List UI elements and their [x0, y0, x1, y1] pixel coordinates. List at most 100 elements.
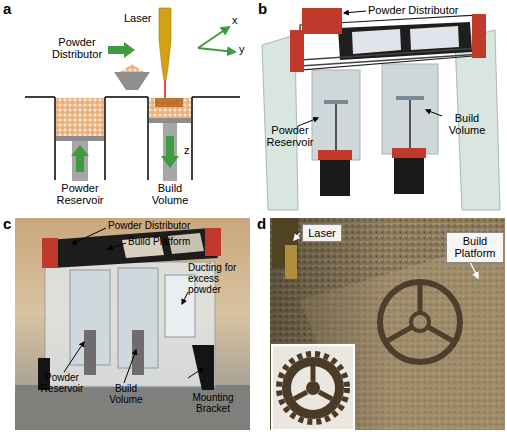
cad-render [312, 70, 360, 160]
inset-gear [272, 345, 354, 430]
leader-arrow [426, 110, 442, 116]
print-photo [285, 245, 297, 279]
panel-letter: c [3, 216, 19, 233]
leader-arrow [108, 243, 126, 249]
build-powder [161, 136, 179, 168]
part-label: Build Volume [142, 182, 198, 207]
part-label: Powder Reservoir [34, 372, 90, 394]
panel-letter: a [3, 1, 19, 18]
cad-render [318, 150, 352, 160]
machine-photo [132, 330, 144, 375]
axis-label: x [232, 14, 244, 26]
box-label: Build Platform [450, 235, 500, 260]
reservoir-powder [56, 98, 104, 136]
leader-arrow [344, 11, 366, 13]
cad-render [324, 100, 348, 104]
machine-photo [15, 218, 250, 430]
inset-gear [279, 354, 347, 422]
build-powder [155, 98, 183, 107]
reservoir-powder [71, 145, 89, 172]
panel-letter: d [257, 216, 271, 233]
laser-nozzle [164, 80, 166, 98]
ground-line [25, 97, 240, 180]
part-label: Build Volume [440, 112, 494, 137]
panel-letter: b [258, 1, 274, 18]
cad-render [382, 64, 438, 154]
machine-photo [205, 228, 221, 256]
cad-render [394, 158, 424, 194]
machine-photo [84, 330, 96, 375]
ground-line [192, 96, 240, 98]
axis-arrows [198, 27, 235, 52]
cad-render [335, 104, 337, 150]
ground-line [105, 96, 148, 98]
powder-hopper [108, 42, 135, 58]
inset-gear [306, 381, 320, 395]
part-label: Powder Reservoir [50, 182, 110, 207]
leader-arrow [64, 228, 203, 383]
build-powder [149, 98, 191, 118]
inset-gear [282, 357, 344, 419]
schematic-panel [25, 8, 240, 181]
leader-arrow [294, 233, 300, 240]
part-label: Powder Reservoir [262, 124, 318, 149]
leader-arrow [64, 342, 84, 372]
leader-arrow [298, 11, 442, 126]
leader-arrow [188, 368, 203, 378]
machine-photo [42, 238, 58, 268]
label-box: Build Platform [446, 232, 504, 263]
machine-photo [165, 275, 195, 337]
part-label: Build Platform [128, 236, 228, 247]
cad-render [290, 30, 304, 72]
reservoir-powder [72, 141, 88, 181]
axis-label: z [184, 144, 196, 156]
gear-imprint [428, 327, 453, 341]
ground-line [54, 97, 56, 180]
print-photo [270, 218, 390, 430]
machine-photo [15, 218, 250, 430]
cad-render [396, 96, 424, 100]
laser-nozzle [159, 8, 171, 80]
cad-render [302, 8, 342, 34]
powder-hopper [120, 64, 144, 72]
part-label: Laser [124, 12, 158, 24]
gear-imprint [380, 282, 460, 362]
reservoir-powder [56, 136, 104, 141]
powder-hopper [108, 42, 150, 90]
label-box: Laser [302, 224, 342, 242]
gear-imprint [387, 327, 412, 341]
cad-render [338, 22, 472, 60]
gear-imprint [418, 284, 423, 313]
ground-line [147, 97, 149, 180]
part-label: Powder Distributor [108, 220, 218, 231]
part-label: Powder Distributor [46, 36, 108, 61]
leader-arrow [182, 292, 188, 304]
cad-render [352, 29, 401, 54]
inset-gear [294, 392, 307, 399]
axis-arrows [198, 27, 229, 48]
inset-gear [319, 392, 332, 399]
powder-hopper [114, 72, 150, 90]
ground-line [191, 97, 193, 180]
cad-render [300, 54, 482, 66]
ground-line [104, 97, 106, 180]
part-label: Ducting for excess powder [188, 262, 248, 296]
cad-render [392, 148, 426, 158]
build-powder [149, 98, 191, 181]
box-label: Laser [306, 227, 338, 239]
axis-label: y [239, 43, 251, 55]
cad-render [262, 8, 500, 210]
axis-arrows [198, 48, 235, 52]
machine-photo [192, 345, 214, 390]
cad-render [410, 26, 459, 50]
part-label: Mounting Bracket [178, 392, 248, 414]
leader-arrow [470, 262, 478, 278]
reservoir-powder [56, 98, 104, 181]
gear-imprint [411, 313, 429, 331]
laser-nozzle [159, 8, 171, 98]
print-photo [270, 218, 505, 430]
inset-gear [311, 366, 316, 381]
leader-arrow [124, 350, 136, 383]
